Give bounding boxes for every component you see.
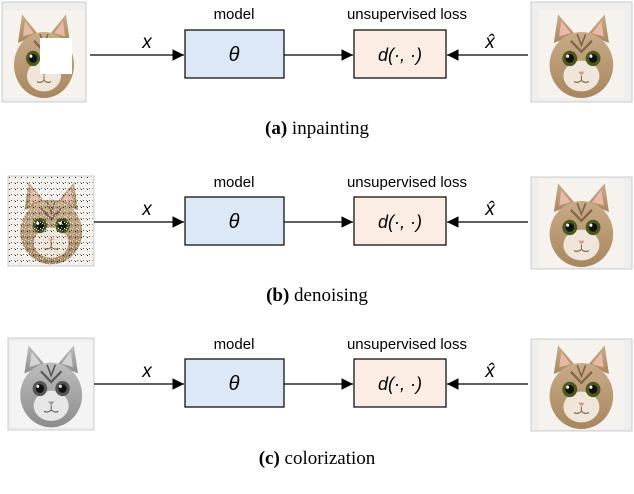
theta-symbol: θ	[229, 373, 240, 395]
target-var: x̂	[484, 32, 496, 53]
input-var: x	[141, 199, 153, 220]
caption-text: inpainting	[291, 118, 369, 139]
target-image	[530, 338, 633, 432]
caption: (c) colorization	[0, 448, 634, 470]
model-box	[184, 29, 285, 79]
loss-fn: d(·, ·)	[378, 212, 422, 232]
target-image	[530, 1, 633, 103]
target-image	[530, 176, 633, 270]
target-var: x̂	[484, 361, 496, 382]
caption-text: colorization	[284, 448, 376, 469]
caption-letter: (b)	[266, 285, 290, 306]
model-label: model	[214, 336, 255, 353]
model-box	[184, 196, 285, 246]
model-box	[184, 358, 285, 408]
model-label: model	[214, 6, 255, 23]
loss-box	[353, 29, 447, 79]
inpainting-mask	[40, 38, 72, 74]
noise-overlay	[9, 177, 93, 265]
theta-symbol: θ	[229, 44, 240, 66]
target-var: x̂	[484, 199, 496, 220]
theta-symbol: θ	[229, 211, 240, 233]
caption: (b) denoising	[0, 285, 634, 307]
input-image	[7, 175, 95, 267]
input-var: x	[141, 361, 153, 382]
loss-label: unsupervised loss	[347, 336, 467, 353]
panel-colorization: x model θ unsupervised loss d(·, ·) x̂ (…	[0, 326, 634, 489]
caption-letter: (a)	[265, 118, 288, 139]
caption-letter: (c)	[258, 448, 280, 469]
loss-fn: d(·, ·)	[378, 45, 422, 65]
loss-label: unsupervised loss	[347, 174, 467, 191]
input-var: x	[141, 32, 153, 53]
loss-fn: d(·, ·)	[378, 374, 422, 394]
model-label: model	[214, 174, 255, 191]
loss-box	[353, 358, 447, 408]
input-image	[7, 337, 95, 431]
loss-box	[353, 196, 447, 246]
panel-denoising: x model θ unsupervised loss d(·, ·) x̂ (…	[0, 163, 634, 326]
panel-inpainting: x model θ unsupervised loss d(·, ·) x̂ (…	[0, 0, 634, 163]
loss-label: unsupervised loss	[347, 6, 467, 23]
caption: (a) inpainting	[0, 118, 634, 140]
caption-text: denoising	[294, 285, 368, 306]
input-image	[1, 1, 87, 103]
